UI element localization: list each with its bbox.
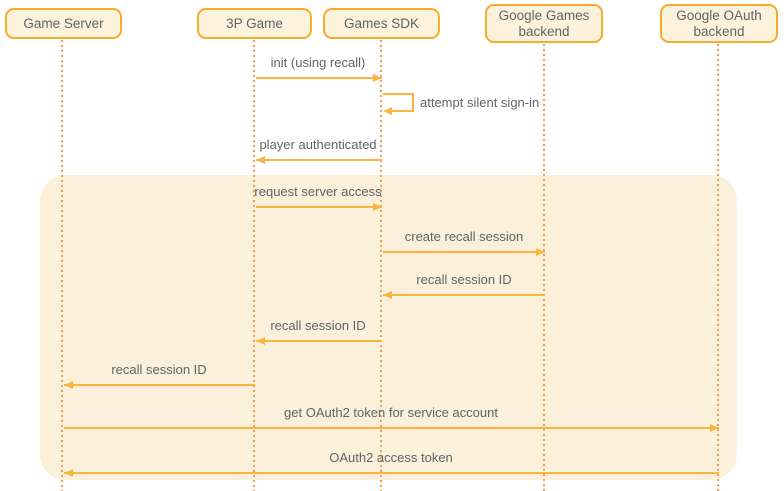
arrowhead-right-icon bbox=[373, 74, 382, 82]
lifeline-game-server bbox=[61, 40, 63, 491]
message-label: init (using recall) bbox=[270, 55, 366, 70]
arrowhead-left-icon bbox=[64, 469, 73, 477]
message-arrow bbox=[64, 424, 719, 432]
arrowhead-right-icon bbox=[710, 424, 719, 432]
message-label: OAuth2 access token bbox=[329, 450, 453, 465]
participant-game-server: Game Server bbox=[5, 8, 122, 39]
message-label: create recall session bbox=[404, 229, 524, 244]
self-message-bottom-line bbox=[390, 110, 414, 112]
message-label: recall session ID bbox=[416, 272, 512, 287]
arrowhead-left-icon bbox=[383, 107, 392, 115]
participant-label: Game Server bbox=[23, 15, 104, 31]
arrowhead-right-icon bbox=[373, 203, 382, 211]
message-arrow bbox=[256, 156, 382, 164]
participant-3p-game: 3P Game bbox=[197, 8, 312, 39]
participant-label: Google Games backend bbox=[498, 7, 590, 39]
highlight-region bbox=[40, 175, 737, 480]
message-arrow bbox=[64, 381, 255, 389]
arrowhead-right-icon bbox=[536, 248, 545, 256]
message-arrow bbox=[64, 469, 719, 477]
message-arrow bbox=[256, 74, 382, 82]
message-label: attempt silent sign-in bbox=[420, 95, 540, 110]
message-arrow bbox=[383, 291, 545, 299]
self-message-top-line bbox=[383, 93, 414, 95]
arrowhead-left-icon bbox=[64, 381, 73, 389]
self-message-right-line bbox=[412, 93, 414, 112]
lifeline-games-sdk bbox=[380, 40, 382, 491]
participant-label: Games SDK bbox=[343, 15, 420, 31]
message-arrow bbox=[383, 248, 545, 256]
participant-google-oauth-backend: Google OAuth backend bbox=[660, 4, 778, 43]
arrowhead-left-icon bbox=[383, 291, 392, 299]
message-label: request server access bbox=[254, 184, 382, 199]
lifeline-google-oauth-backend bbox=[717, 44, 719, 491]
message-arrow bbox=[256, 337, 382, 345]
message-label: recall session ID bbox=[111, 362, 207, 377]
participant-label: 3P Game bbox=[226, 15, 283, 31]
lifeline-3p-game bbox=[253, 40, 255, 491]
arrowhead-left-icon bbox=[256, 156, 265, 164]
lifeline-google-games-backend bbox=[543, 44, 545, 491]
participant-label: Google OAuth backend bbox=[676, 7, 762, 39]
participant-google-games-backend: Google Games backend bbox=[485, 4, 603, 43]
message-label: player authenticated bbox=[259, 137, 377, 152]
message-arrow bbox=[256, 203, 382, 211]
message-label: get OAuth2 token for service account bbox=[284, 405, 498, 420]
participant-games-sdk: Games SDK bbox=[323, 8, 440, 39]
arrowhead-left-icon bbox=[256, 337, 265, 345]
message-label: recall session ID bbox=[270, 318, 366, 333]
